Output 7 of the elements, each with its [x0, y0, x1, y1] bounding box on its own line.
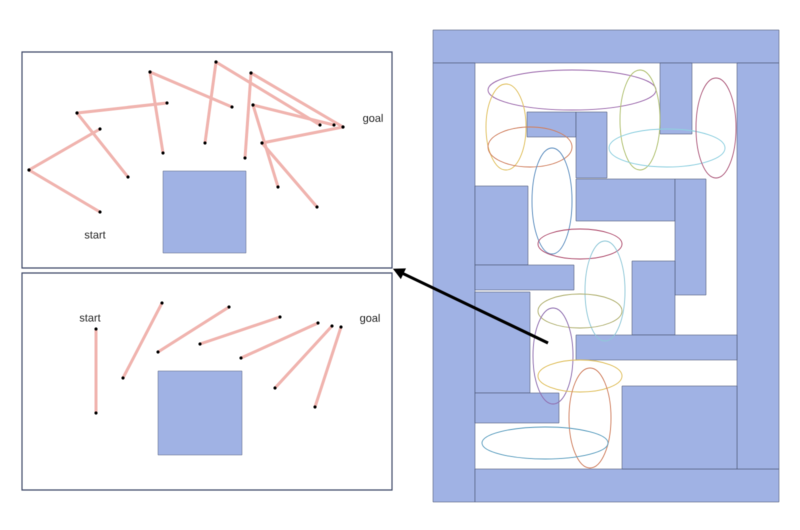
maze-drawing — [432, 30, 780, 502]
panel — [21, 51, 393, 269]
text-label: start — [80, 314, 101, 322]
text-label: goal — [360, 314, 380, 324]
text-label: start — [84, 231, 106, 239]
panel — [21, 272, 393, 491]
text-label: goal — [363, 114, 383, 124]
